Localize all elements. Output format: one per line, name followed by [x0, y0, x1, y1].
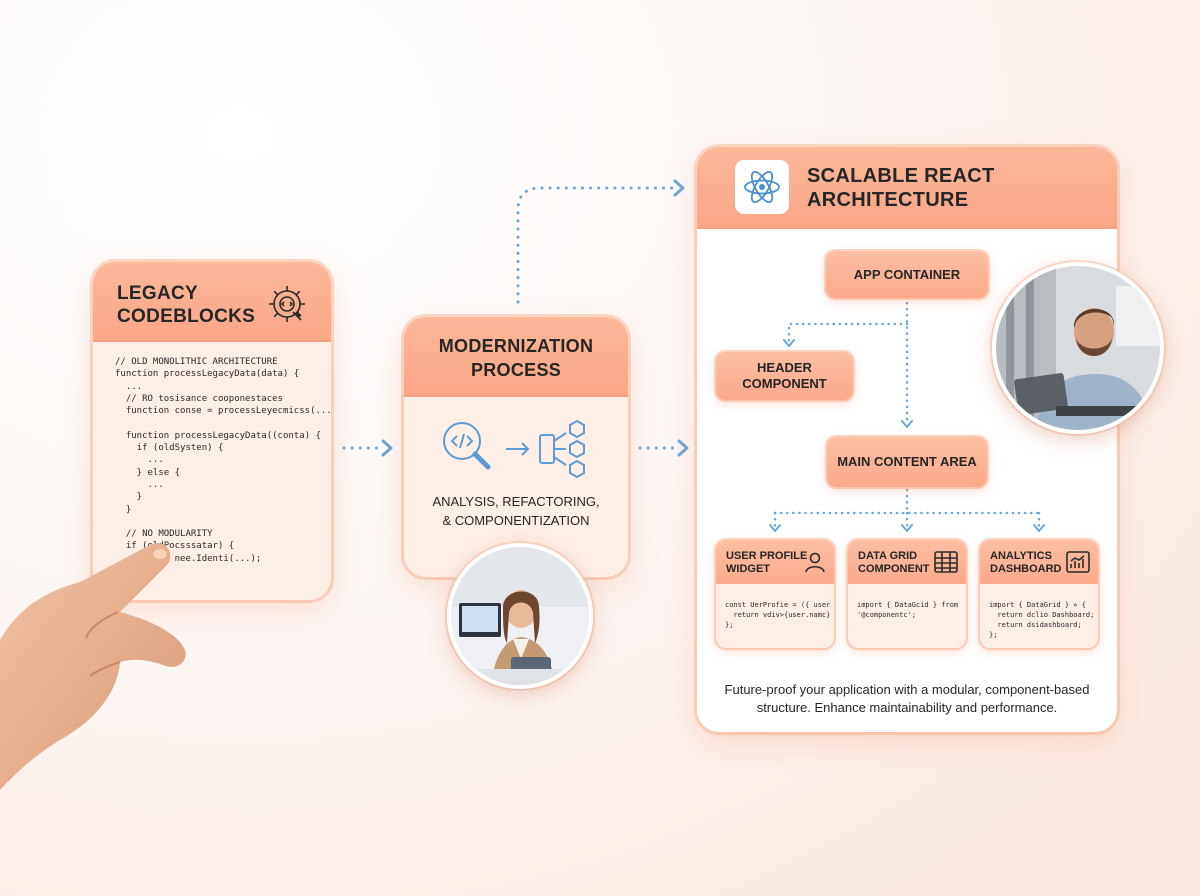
arch-footer-text: Future-proof your application with a mod…: [697, 681, 1117, 717]
header-component-label: HEADER COMPONENT: [742, 360, 827, 392]
grid-table-icon: [934, 551, 958, 573]
arrow-right-icon: [506, 442, 530, 456]
data-grid-code: import { DataGcid } from '@componentc';: [857, 601, 959, 619]
user-profile-title-line1: USER PROFILE: [726, 550, 808, 562]
component-tree-icon: [539, 419, 585, 479]
modern-card-title: MODERNIZATION PROCESS: [404, 317, 628, 382]
legacy-title-line1: LEGACY: [117, 283, 198, 304]
data-grid-title-line2: COMPONENT: [858, 563, 930, 575]
user-profile-widget-header: USER PROFILE WIDGET: [716, 540, 834, 584]
user-profile-code: const UerProfie = ({ user }) <> { return…: [725, 601, 831, 629]
analytics-widget-title: ANALYTICS DASHBOARD: [990, 550, 1062, 576]
arrowhead-3: [673, 179, 685, 197]
data-grid-widget-header: DATA GRID COMPONENT: [848, 540, 966, 584]
analytics-title-line1: ANALYTICS: [990, 550, 1052, 562]
arrowhead-1: [381, 439, 393, 457]
main-content-area-node: MAIN CONTENT AREA: [827, 437, 987, 487]
react-logo: [735, 160, 789, 214]
gear-code-icon: [269, 286, 305, 322]
modernization-icons: [443, 419, 585, 479]
legacy-title-line2: CODEBLOCKS: [117, 306, 256, 327]
analytics-code: import { DataGrid } » { return dclio Das…: [989, 601, 1095, 639]
modern-title-line2: PROCESS: [470, 360, 562, 380]
magnifier-code-icon: [443, 422, 491, 470]
arch-footer-line1: Future-proof your application with a mod…: [724, 682, 1090, 697]
arch-tree-connectors: [769, 295, 1045, 532]
legacy-codeblocks-card: LEGACY CODEBLOCKS // OLD MONOLITHIC ARCH…: [93, 262, 331, 600]
modern-title-line1: MODERNIZATION: [438, 336, 594, 356]
woman-photo: [447, 543, 593, 689]
legacy-card-title: LEGACY CODEBLOCKS: [117, 282, 255, 328]
arch-footer-line2: structure. Enhance maintainability and p…: [756, 700, 1058, 715]
user-icon: [805, 552, 825, 573]
arrow-modern-up-to-arch: [516, 186, 678, 304]
header-component-node: HEADER COMPONENT: [716, 352, 853, 400]
data-grid-title-line1: DATA GRID: [858, 550, 918, 562]
man-photo-illustration: [996, 266, 1160, 430]
app-container-node: APP CONTAINER: [826, 251, 988, 298]
legacy-code-block: // OLD MONOLITHIC ARCHITECTURE function …: [115, 357, 331, 600]
modernization-process-card: MODERNIZATION PROCESS ANALYSIS, REFACTOR: [404, 317, 628, 577]
arrowhead-2: [677, 439, 689, 457]
modern-subtitle: ANALYSIS, REFACTORING, & COMPONENTIZATIO…: [404, 492, 628, 530]
woman-photo-illustration: [451, 547, 589, 685]
scalable-react-architecture-card: SCALABLE REACT ARCHITECTURE APP CONTAINE…: [697, 147, 1117, 732]
pointing-hand: [0, 542, 186, 790]
arch-card-title: SCALABLE REACT ARCHITECTURE: [807, 164, 995, 212]
header-label-line2: COMPONENT: [742, 376, 827, 391]
chart-icon: [1066, 551, 1090, 573]
app-container-label: APP CONTAINER: [853, 266, 961, 282]
analytics-widget-header: ANALYTICS DASHBOARD: [980, 540, 1098, 584]
analytics-title-line2: DASHBOARD: [990, 563, 1062, 575]
modern-subtitle-line1: ANALYSIS, REFACTORING,: [432, 494, 600, 509]
arch-title-line1: SCALABLE REACT: [807, 165, 995, 187]
modern-subtitle-line2: & COMPONENTIZATION: [442, 513, 590, 528]
data-grid-widget-title: DATA GRID COMPONENT: [858, 550, 930, 576]
user-profile-widget: USER PROFILE WIDGET const UerProfie = ({…: [716, 540, 834, 648]
react-logo-icon: [744, 171, 780, 203]
header-label-line1: HEADER: [757, 360, 812, 375]
user-profile-widget-title: USER PROFILE WIDGET: [726, 550, 807, 576]
legacy-card-header: LEGACY CODEBLOCKS: [93, 262, 331, 342]
man-photo: [992, 262, 1164, 434]
data-grid-widget: DATA GRID COMPONENT import { DataGcid } …: [848, 540, 966, 648]
main-content-label: MAIN CONTENT AREA: [837, 454, 977, 469]
analytics-dashboard-widget: ANALYTICS DASHBOARD import { DataGrid } …: [980, 540, 1098, 648]
arch-card-header: SCALABLE REACT ARCHITECTURE: [697, 147, 1117, 229]
modern-card-header: MODERNIZATION PROCESS: [404, 317, 628, 397]
arch-title-line2: ARCHITECTURE: [807, 189, 969, 211]
user-profile-title-line2: WIDGET: [726, 563, 770, 575]
